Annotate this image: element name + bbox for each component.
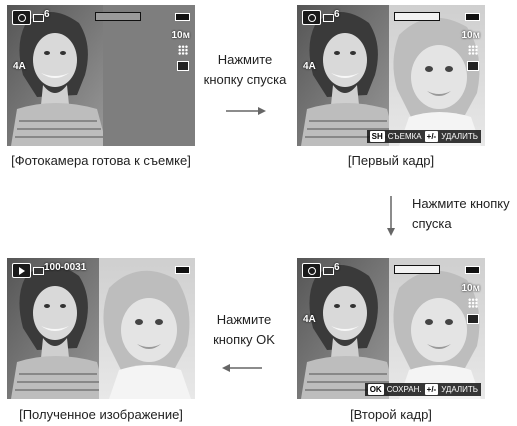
photo-composite-second [297, 258, 485, 399]
photo-composite-result [7, 258, 195, 399]
arrow-right-icon [226, 107, 266, 115]
quality-icon [178, 45, 188, 55]
arrow-down-icon [387, 196, 395, 236]
save-label: СОХРАН. [386, 385, 422, 394]
flash-auto-label: 4A [303, 61, 316, 72]
battery-icon [465, 13, 480, 21]
metering-icon [467, 61, 479, 71]
flash-auto-label: 4A [303, 314, 316, 325]
instruction-press-shutter-1: Нажмите кнопку спуска [203, 52, 287, 87]
memory-card-icon [33, 267, 44, 275]
image-size-label: 10м [171, 30, 190, 41]
shots-remaining: 6 [334, 9, 340, 20]
panel-first-frame: 6 10м 4A SH СЪЕМКА +/- УДАЛИТЬ [297, 5, 485, 146]
memory-card-icon [323, 14, 334, 22]
shots-remaining: 6 [334, 262, 340, 273]
image-size-label: 10м [461, 30, 480, 41]
metering-icon [177, 61, 189, 71]
playback-mode-icon [12, 263, 31, 278]
delete-label: УДАЛИТЬ [441, 385, 478, 394]
instruction-press-ok: Нажмите кнопку OK [213, 312, 275, 347]
shoot-label: СЪЕМКА [387, 132, 422, 141]
file-number: 100-0031 [44, 262, 87, 273]
instruction-press-shutter-2: Нажмите кнопку спуска [412, 196, 510, 231]
frame-progress-bar [394, 12, 440, 21]
panel-camera-ready: 6 10м 4A [7, 5, 195, 146]
empty-frame-area [103, 5, 195, 146]
metering-icon [467, 314, 479, 324]
frame-progress-bar [95, 12, 141, 21]
quality-icon [468, 45, 478, 55]
image-size-label: 10м [461, 283, 480, 294]
frame-progress-bar [394, 265, 440, 274]
camera-mode-icon [12, 10, 31, 25]
camera-mode-icon [302, 10, 321, 25]
delete-label: УДАЛИТЬ [441, 132, 478, 141]
shutter-key-badge: SH [369, 131, 385, 142]
battery-icon [175, 13, 190, 21]
camera-mode-icon [302, 263, 321, 278]
panel-result-image: 100-0031 [7, 258, 195, 399]
memory-card-icon [323, 267, 334, 275]
quality-icon [468, 298, 478, 308]
plus-minus-key-badge: +/- [424, 131, 439, 142]
arrow-left-icon [222, 364, 262, 372]
battery-icon [175, 266, 190, 274]
flash-auto-label: 4A [13, 61, 26, 72]
ok-key-badge: OK [367, 384, 384, 395]
soft-key-bar: OK СОХРАН. +/- УДАЛИТЬ [364, 383, 481, 396]
caption-result-image: [Полученное изображение] [19, 407, 183, 422]
caption-camera-ready: [Фотокамера готова к съемке] [11, 153, 191, 168]
soft-key-bar: SH СЪЕМКА +/- УДАЛИТЬ [366, 130, 481, 143]
photo-composite-first [297, 5, 485, 146]
shots-remaining: 6 [44, 9, 50, 20]
caption-second-frame: [Второй кадр] [350, 407, 432, 422]
battery-icon [465, 266, 480, 274]
plus-minus-key-badge: +/- [424, 384, 439, 395]
memory-card-icon [33, 14, 44, 22]
panel-second-frame: 6 10м 4A OK СОХРАН. +/- УДАЛИТЬ [297, 258, 485, 399]
caption-first-frame: [Первый кадр] [347, 153, 435, 168]
